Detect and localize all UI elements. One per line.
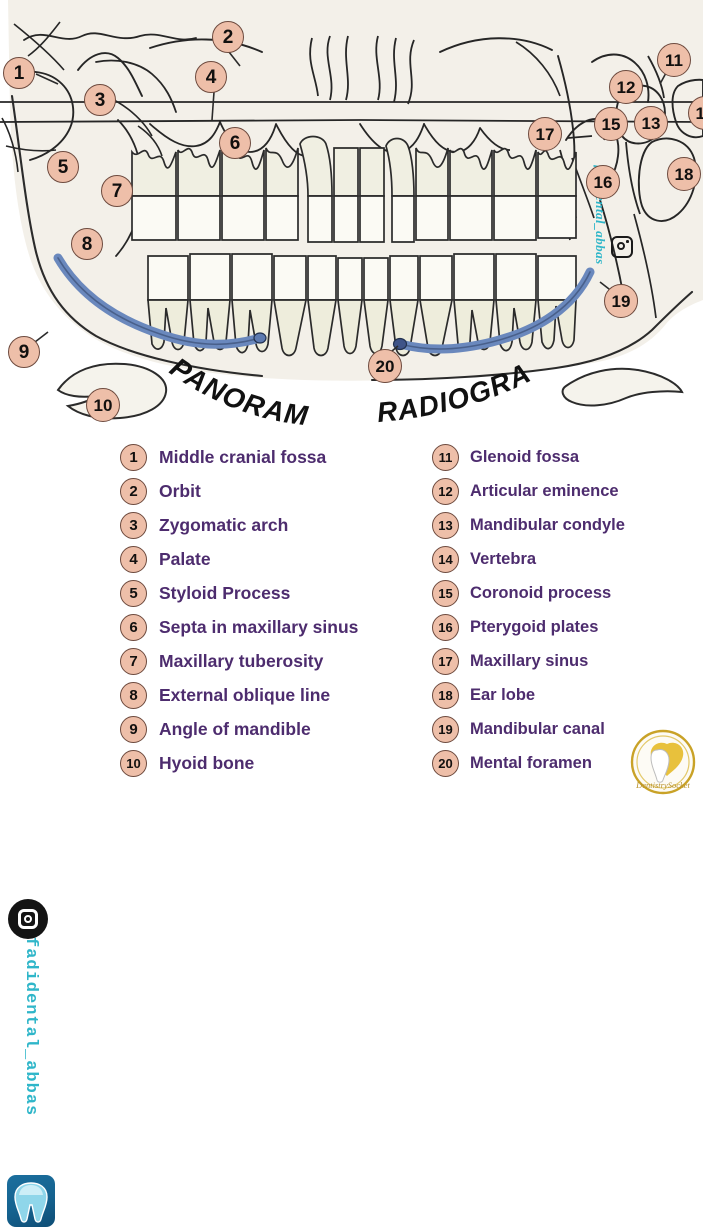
legend-marker-16: 16 xyxy=(432,614,459,641)
legend-marker-12: 12 xyxy=(432,478,459,505)
legend-item-10: 10 Hyoid bone xyxy=(120,747,440,781)
legend-label-15: Coronoid process xyxy=(470,584,611,603)
legend-label-20: Mental foramen xyxy=(470,754,592,773)
legend-marker-6: 6 xyxy=(120,614,147,641)
diagram-marker-3[interactable]: 3 xyxy=(84,84,116,116)
diagram-marker-15[interactable]: 15 xyxy=(594,107,628,141)
legend-marker-13: 13 xyxy=(432,512,459,539)
legend-item-3: 3 Zygomatic arch xyxy=(120,508,440,542)
diagram-marker-7[interactable]: 7 xyxy=(101,175,133,207)
diagram-marker-12[interactable]: 12 xyxy=(609,70,643,104)
legend-column-left: 1 Middle cranial fossa 2 Orbit 3 Zygomatic ar… xyxy=(120,440,440,781)
legend-item-18: 18 Ear lobe xyxy=(432,679,682,713)
legend-marker-7: 7 xyxy=(120,648,147,675)
legend-label-19: Mandibular canal xyxy=(470,720,605,739)
legend-marker-20: 20 xyxy=(432,750,459,777)
instagram-icon-sidebar xyxy=(8,899,48,939)
legend-item-4: 4 Palate xyxy=(120,542,440,576)
legend-label-3: Zygomatic arch xyxy=(159,515,288,536)
legend-label-4: Palate xyxy=(159,549,211,570)
diagram-marker-18[interactable]: 18 xyxy=(667,157,701,191)
legend-item-7: 7 Maxillary tuberosity xyxy=(120,645,440,679)
diagram-marker-13[interactable]: 13 xyxy=(634,106,668,140)
legend-marker-5: 5 xyxy=(120,580,147,607)
diagram-marker-4[interactable]: 4 xyxy=(195,61,227,93)
legend-item-16: 16 Pterygoid plates xyxy=(432,610,682,644)
diagram-marker-8[interactable]: 8 xyxy=(71,228,103,260)
diagram-marker-5[interactable]: 5 xyxy=(47,151,79,183)
legend-marker-15: 15 xyxy=(432,580,459,607)
legend-label-11: Glenoid fossa xyxy=(470,448,579,467)
legend-item-2: 2 Orbit xyxy=(120,474,440,508)
diagram-marker-6[interactable]: 6 xyxy=(219,127,251,159)
diagram-marker-2[interactable]: 2 xyxy=(212,21,244,53)
legend-label-7: Maxillary tuberosity xyxy=(159,651,323,672)
legend-label-5: Styloid Process xyxy=(159,583,290,604)
legend-item-13: 13 Mandibular condyle xyxy=(432,508,682,542)
dentistry-socket-logo: DentistrySocket xyxy=(627,726,699,798)
legend-marker-17: 17 xyxy=(432,648,459,675)
legend-marker-14: 14 xyxy=(432,546,459,573)
legend-marker-2: 2 xyxy=(120,478,147,505)
legend-label-10: Hyoid bone xyxy=(159,753,254,774)
legend-marker-9: 9 xyxy=(120,716,147,743)
legend-marker-18: 18 xyxy=(432,682,459,709)
sidebar-watermark-handle: fadidental_abbas xyxy=(21,937,40,1116)
legend-label-2: Orbit xyxy=(159,481,201,502)
canal-left-end-dot xyxy=(254,333,266,343)
diagram-marker-1[interactable]: 1 xyxy=(3,57,35,89)
diagram-marker-16[interactable]: 16 xyxy=(586,165,620,199)
legend-label-9: Angle of mandible xyxy=(159,719,311,740)
legend-item-11: 11 Glenoid fossa xyxy=(432,440,682,474)
hyoid-bone-right xyxy=(563,369,682,406)
diagram-marker-9[interactable]: 9 xyxy=(8,336,40,368)
legend-item-8: 8 External oblique line xyxy=(120,679,440,713)
legend-item-6: 6 Septa in maxillary sinus xyxy=(120,610,440,644)
legend-marker-1: 1 xyxy=(120,444,147,471)
diagram-marker-20[interactable]: 20 xyxy=(368,349,402,383)
diagram-marker-11[interactable]: 11 xyxy=(657,43,691,77)
diagram-marker-19[interactable]: 19 xyxy=(604,284,638,318)
legend-label-16: Pterygoid plates xyxy=(470,618,598,637)
legend-item-14: 14 Vertebra xyxy=(432,542,682,576)
legend-item-15: 15 Coronoid process xyxy=(432,576,682,610)
legend-marker-10: 10 xyxy=(120,750,147,777)
legend-label-14: Vertebra xyxy=(470,550,536,569)
legend-label-6: Septa in maxillary sinus xyxy=(159,617,358,638)
diagram-marker-17[interactable]: 17 xyxy=(528,117,562,151)
legend-item-5: 5 Styloid Process xyxy=(120,576,440,610)
legend-label-18: Ear lobe xyxy=(470,686,535,705)
legend-label-17: Maxillary sinus xyxy=(470,652,588,671)
legend-marker-4: 4 xyxy=(120,546,147,573)
legend-marker-11: 11 xyxy=(432,444,459,471)
instagram-icon xyxy=(611,236,633,258)
panoramic-radiograph-illustration: PANORAMIC RADIOGRAPH fadidental_abbas 12… xyxy=(0,0,703,440)
legend-marker-3: 3 xyxy=(120,512,147,539)
legend-marker-19: 19 xyxy=(432,716,459,743)
legend-label-13: Mandibular condyle xyxy=(470,516,625,535)
diagram-marker-10[interactable]: 10 xyxy=(86,388,120,422)
brand-logo-text: DentistrySocket xyxy=(635,780,690,790)
legend-item-9: 9 Angle of mandible xyxy=(120,713,440,747)
legend-label-12: Articular eminence xyxy=(470,482,619,501)
legend-item-1: 1 Middle cranial fossa xyxy=(120,440,440,474)
tooth-icon xyxy=(7,1175,55,1227)
legend-item-17: 17 Maxillary sinus xyxy=(432,645,682,679)
legend-label-8: External oblique line xyxy=(159,685,330,706)
legend-marker-8: 8 xyxy=(120,682,147,709)
legend-item-12: 12 Articular eminence xyxy=(432,474,682,508)
legend-label-1: Middle cranial fossa xyxy=(159,447,326,468)
